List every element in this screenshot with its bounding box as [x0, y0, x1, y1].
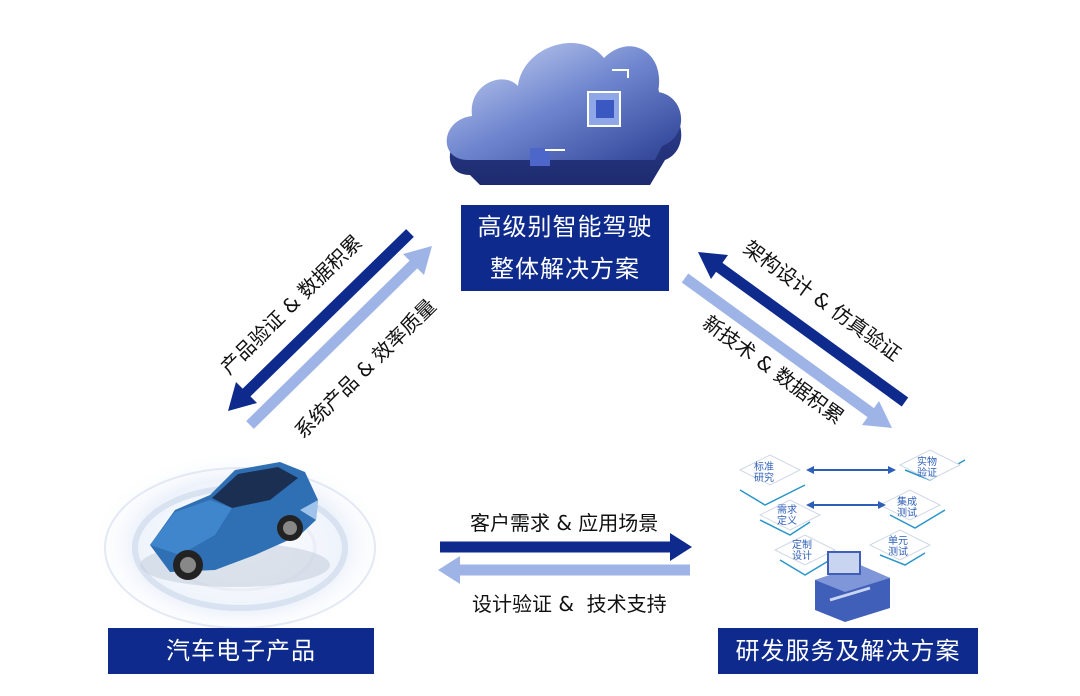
- module-label: 需求 定义: [777, 505, 797, 527]
- rd-modules-illustration: [738, 449, 966, 622]
- arrow-left-outer: [228, 229, 414, 411]
- left-box: 汽车电子产品: [108, 628, 374, 674]
- left-box-label: 汽车电子产品: [166, 637, 316, 665]
- center-box: 高级别智能驾驶 整体解决方案: [461, 205, 669, 291]
- arrow-bottom-right: [440, 533, 692, 561]
- car-image: [90, 450, 390, 640]
- cloud-icon: [446, 43, 682, 185]
- arrow-label-bottom-top: 客户需求 & 应用场景: [470, 511, 659, 535]
- module-label: 定制 设计: [792, 540, 812, 562]
- center-box-line2: 整体解决方案: [490, 255, 640, 283]
- module-label: 实物 验证: [917, 457, 937, 479]
- arrow-bottom-left: [438, 556, 690, 584]
- right-box: 研发服务及解决方案: [718, 628, 978, 674]
- module-label: 集成 测试: [897, 497, 917, 519]
- arrow-left-inner: [246, 246, 432, 429]
- arrow-label-bottom-bottom: 设计验证 & 技术支持: [472, 592, 667, 616]
- center-box-line1: 高级别智能驾驶: [477, 213, 653, 241]
- right-box-label: 研发服务及解决方案: [735, 637, 961, 665]
- module-label: 单元 测试: [888, 536, 908, 558]
- arrow-right-outer: [698, 252, 909, 407]
- arrow-right-inner: [681, 273, 892, 428]
- module-label: 标准 研究: [754, 462, 774, 484]
